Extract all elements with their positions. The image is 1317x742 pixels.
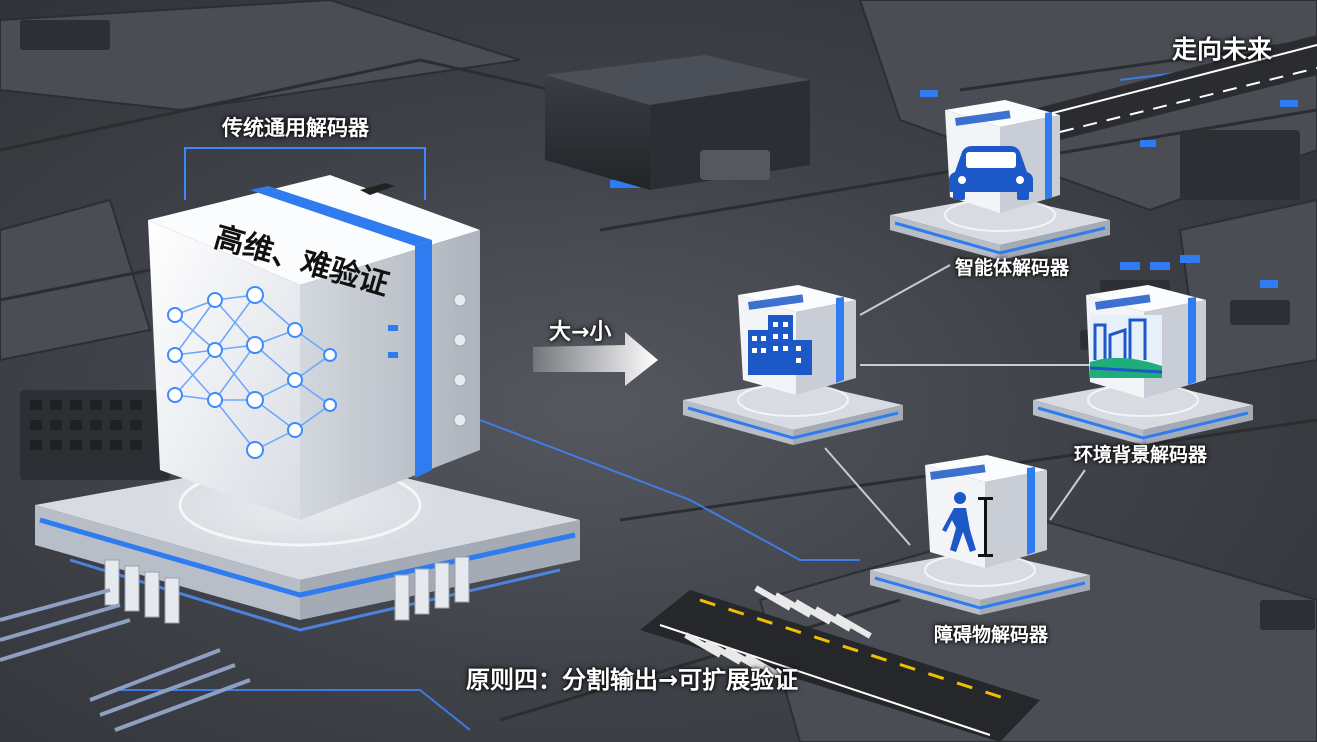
main-module-label: 传统通用解码器 [222,116,369,140]
car-icon [949,146,1033,200]
decoder-label-agent: 智能体解码器 [955,257,1070,279]
corner-title: 走向未来 [1172,35,1273,64]
transition-label: 大→小 [549,320,612,345]
dark-chip-box [545,55,810,190]
arrow-right-icon [533,332,658,386]
pedestrian-icon [942,492,993,557]
decoder-links [824,264,1090,546]
chip-grid [30,400,142,450]
main-label-bracket [184,147,426,200]
decoder-label-environment: 环境背景解码器 [1074,444,1208,466]
principle-caption: 原则四：分割输出→可扩展验证 [466,666,799,694]
landscape-icon [1089,315,1163,378]
blue-leds [610,90,1298,288]
decoder-label-obstacle: 障碍物解码器 [934,624,1049,646]
neural-network-icon [167,286,337,459]
road-top [1030,35,1317,140]
cube-top-tags [748,110,1151,480]
road-bottom [640,585,1040,742]
building-icon [748,315,812,375]
